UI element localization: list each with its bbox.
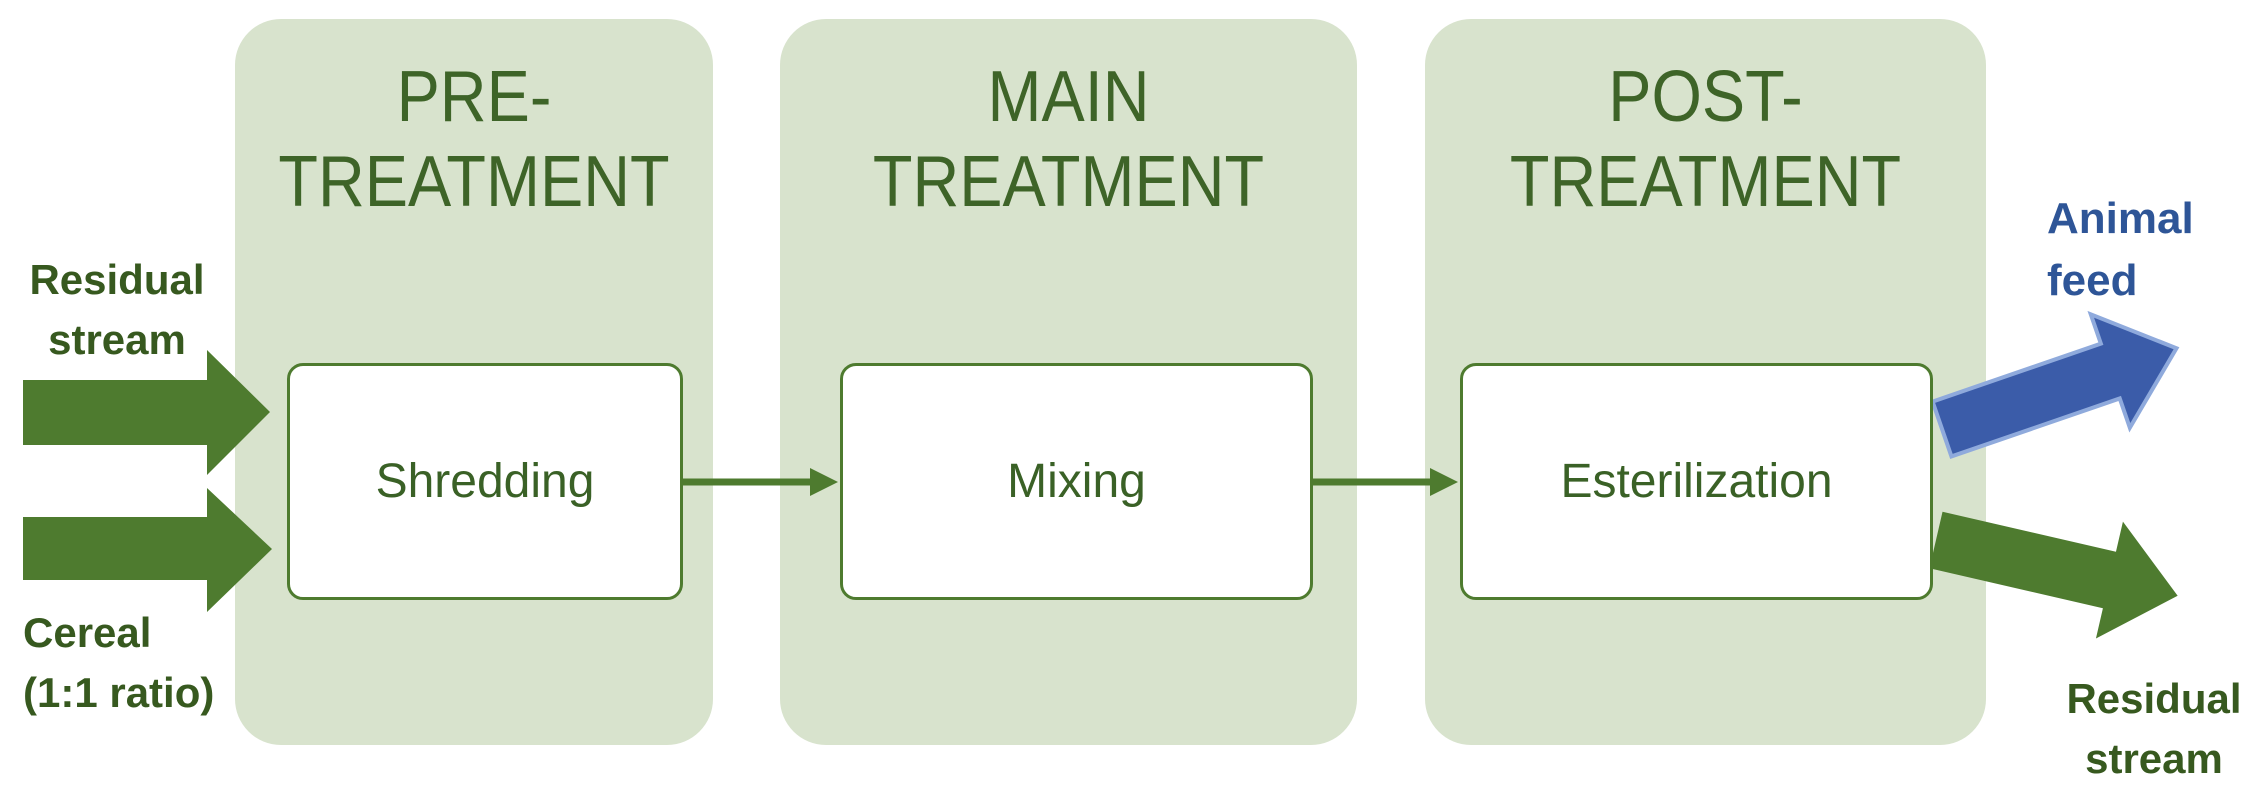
process-box-shredding: Shredding [287,363,683,600]
label-line: Residual [29,256,205,303]
input-label-residual-stream: Residual stream [22,250,212,370]
output-arrow-animal-feed-shape [1930,310,2180,459]
title-line: PRE- [396,57,552,137]
connector-mixing-to-esterilization-icon [1313,468,1458,496]
connector-shredding-to-mixing-icon [683,468,838,496]
process-box-mixing: Mixing [840,363,1313,600]
title-line: TREATMENT [1509,142,1902,222]
panel-title-post-treatment: POST- TREATMENT [1453,55,1958,225]
title-line: TREATMENT [278,142,670,222]
connector-arrowhead-icon [1430,468,1458,496]
output-arrow-residual-stream-icon [1929,511,2178,639]
input-arrow-residual-stream-icon [23,350,270,475]
label-line: stream [48,316,186,363]
title-line: MAIN [987,57,1150,137]
output-arrow-residual-stream-shape [1929,511,2178,639]
title-line: TREATMENT [872,142,1265,222]
output-label-animal-feed: Animal feed [2047,188,2194,312]
title-line: POST- [1608,57,1803,137]
label-line: (1:1 ratio) [23,669,215,716]
process-label-mixing: Mixing [1007,455,1146,508]
label-line: Animal [2047,194,2194,243]
output-arrow-animal-feed-icon [1930,310,2180,459]
output-label-residual-stream: Residual stream [2054,669,2254,789]
label-line: Cereal [23,609,152,656]
process-label-esterilization: Esterilization [1560,455,1833,508]
connector-arrowhead-icon [810,468,838,496]
input-arrow-cereal-icon [23,488,272,612]
process-box-esterilization: Esterilization [1460,363,1933,600]
panel-title-pre-treatment: PRE- TREATMENT [259,55,689,225]
label-line: Residual [2066,675,2242,722]
label-line: stream [2085,735,2223,782]
input-label-cereal-ratio: Cereal (1:1 ratio) [23,603,214,723]
process-label-shredding: Shredding [375,455,595,508]
panel-title-main-treatment: MAIN TREATMENT [809,55,1328,225]
label-line: feed [2047,256,2138,305]
